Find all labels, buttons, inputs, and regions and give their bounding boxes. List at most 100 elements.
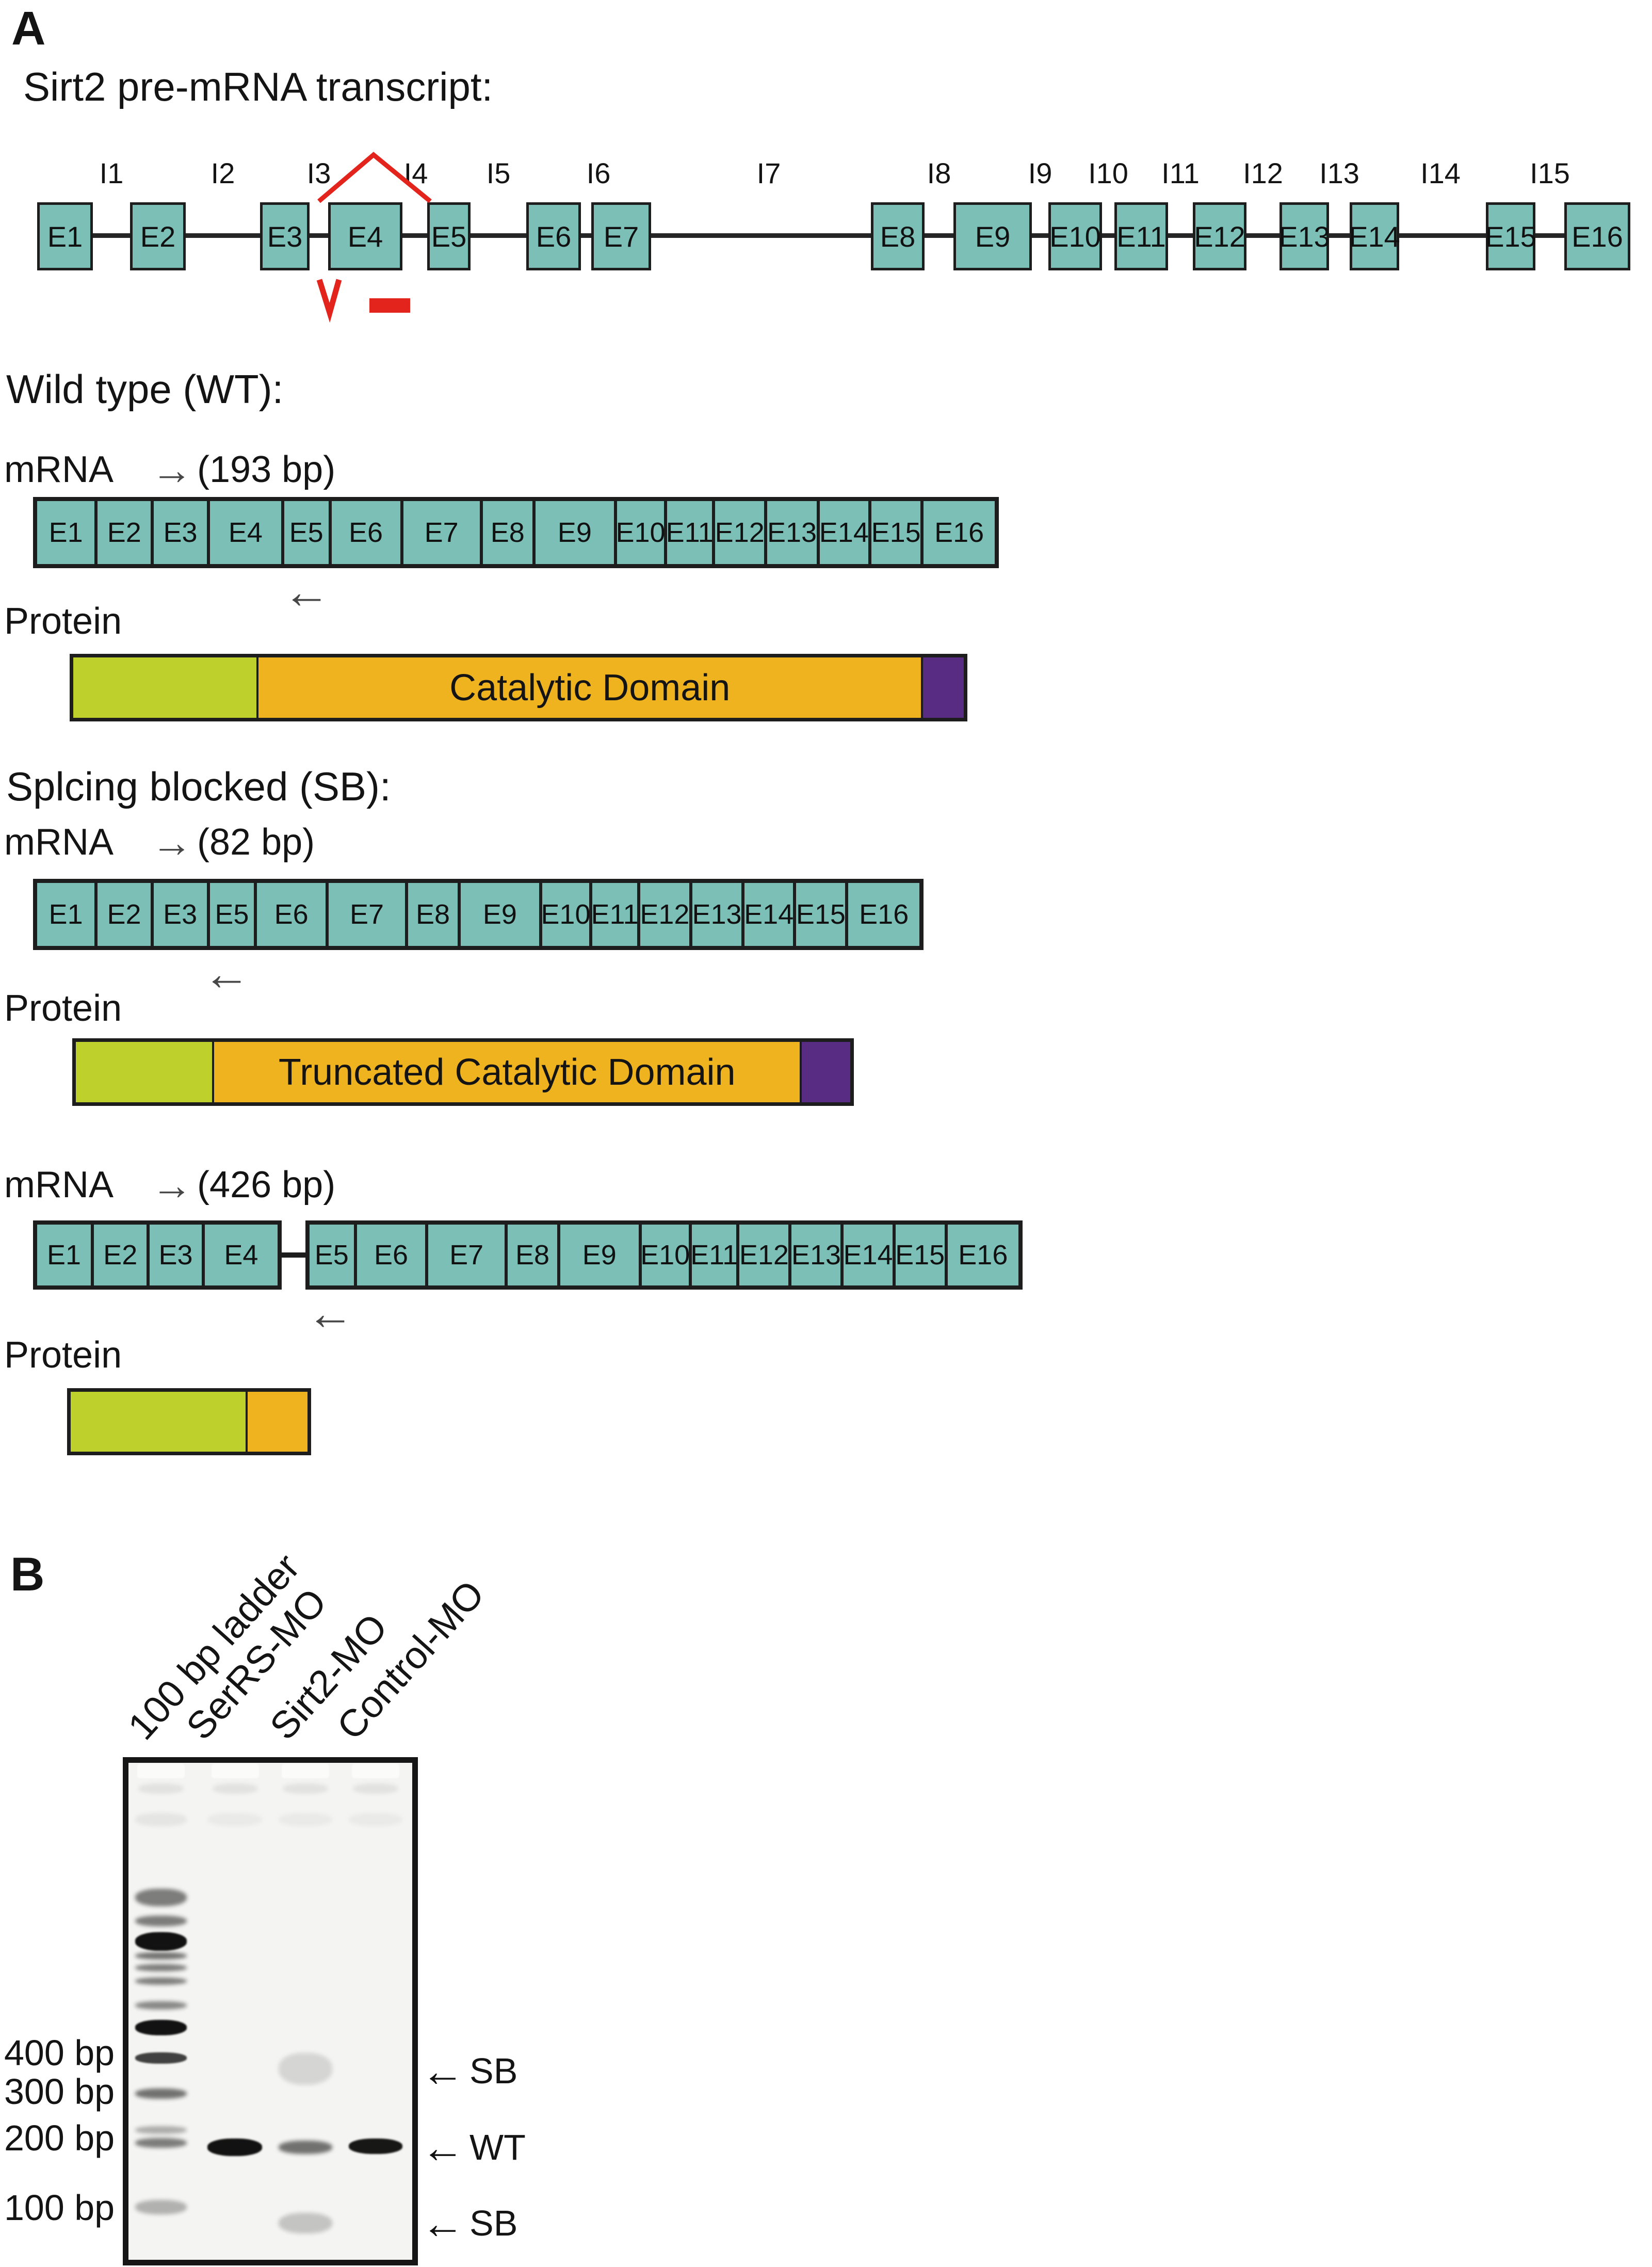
mrna-exon-E16: E16 [920,501,995,564]
pre-mrna-exon-E13: E13 [1278,202,1330,270]
mrna-exon-E3: E3 [147,1225,201,1285]
pre-mrna-exon-E6: E6 [526,202,581,270]
gel-well [352,1764,399,1778]
gel-band [279,2053,332,2085]
protein-segment-purple [921,657,964,718]
gel-surface [128,1763,412,2260]
gel-band [207,1813,262,1826]
intron-label-I15: I15 [1530,157,1570,189]
mrna-exon-E13: E13 [788,1225,840,1285]
right-arrow-icon: → [151,819,192,865]
protein-bar: Catalytic Domain [70,654,967,721]
sb426-size-label: (426 bp) [197,1164,336,1205]
mrna-exon-E13: E13 [764,501,817,564]
intron-label-I11: I11 [1161,157,1200,189]
sb82-mrna-label: mRNA [4,822,114,863]
mrna-exon-E9: E9 [557,1225,639,1285]
gel-well [137,1764,185,1778]
mrna-exon-E15: E15 [868,501,920,564]
red-bar-marker [369,298,410,313]
gel-band [135,1932,187,1951]
right-arrow-icon: → [151,1162,192,1208]
annotation-wt: ←WT [421,2123,526,2172]
intron-label-I5: I5 [486,157,511,189]
wt-protein-label: Protein [4,601,122,642]
pre-mrna-exon-E1: E1 [37,202,93,270]
intron-label-I13: I13 [1319,157,1359,189]
marker-label-300-bp: 300 bp [4,2071,115,2112]
mrna-exon-E2: E2 [94,883,151,946]
mrna-exon-E10: E10 [539,883,589,946]
wt-heading: Wild type (WT): [6,366,284,412]
sb82-protein-label: Protein [4,988,122,1029]
intron-label-I2: I2 [210,157,235,189]
left-arrow-icon: ← [283,566,330,618]
intron-backbone-line [37,233,1630,238]
annotation-label: SB [469,2051,518,2091]
gel-band [135,2020,187,2035]
well-smear [353,1783,398,1794]
mrna-exon-E16: E16 [944,1225,1018,1285]
pre-mrna-exon-E16: E16 [1564,202,1630,270]
annotation-label: SB [469,2203,518,2243]
pre-mrna-exon-E10: E10 [1048,202,1102,270]
left-arrow-icon: ← [421,2199,464,2247]
pre-mrna-exon-E5: E5 [427,202,471,270]
gel-band [135,2126,187,2134]
annotation-sb: ←SB [421,2046,517,2096]
annotation-label: WT [469,2127,526,2167]
mrna-exon-E10: E10 [638,1225,689,1285]
gel-band [135,1889,187,1906]
gel-band [279,2141,332,2154]
marker-label-200-bp: 200 bp [4,2118,115,2158]
mrna-exon-E8: E8 [479,501,532,564]
mrna-exon-E1: E1 [48,899,83,930]
figure-title: Sirt2 pre-mRNA transcript: [23,64,493,109]
intron-label-I3: I3 [306,157,331,189]
mrna-exon-E16: E16 [845,883,919,946]
annotation-sb: ←SB [421,2198,517,2248]
mrna-exon-E15: E15 [892,1225,945,1285]
intron-label-I8: I8 [927,157,951,189]
sb426-protein-label: Protein [4,1335,122,1376]
gel-band [135,1964,187,1971]
mrna-exon-E13: E13 [689,883,741,946]
pre-mrna-exon-E4: E4 [328,202,402,270]
gel-band [349,2139,402,2154]
mrna-exon-E5: E5 [314,1240,349,1271]
marker-label-100-bp: 100 bp [4,2188,115,2228]
protein-segment-orange: Truncated Catalytic Domain [212,1042,800,1102]
gel-band [279,1813,332,1826]
gel-band [135,2001,187,2009]
mrna-exon-E12: E12 [637,883,689,946]
pre-mrna-exon-E11: E11 [1114,202,1168,270]
gel-well [212,1764,259,1778]
gel-band [135,2200,187,2214]
mrna-exon-E4: E4 [206,501,281,564]
gel-band [135,1977,187,1985]
intron-label-I6: I6 [586,157,611,189]
sb426-mrna-label: mRNA [4,1164,114,1205]
gel-band [349,1813,402,1826]
protein-segment-purple [800,1042,850,1102]
pre-mrna-exon-E7: E7 [591,202,651,270]
mrna-exon-E10: E10 [613,501,664,564]
pre-mrna-exon-E2: E2 [130,202,186,270]
protein-segment-green [73,657,257,718]
gel-band [135,2138,187,2148]
well-smear [213,1783,258,1794]
mrna-exon-E7: E7 [400,501,480,564]
sb-heading: Splcing blocked (SB): [6,764,391,809]
panel-b-label: B [10,1548,45,1601]
mrna-exon-E11: E11 [664,501,712,564]
mrna-exon-E8: E8 [505,1225,557,1285]
mrna-exon-E15: E15 [793,883,845,946]
marker-label-400-bp: 400 bp [4,2033,115,2073]
mrna-exon-E5: E5 [281,501,329,564]
mrna-exon-E3: E3 [151,501,207,564]
gel-band [135,2052,187,2064]
intron-label-I14: I14 [1420,157,1461,189]
